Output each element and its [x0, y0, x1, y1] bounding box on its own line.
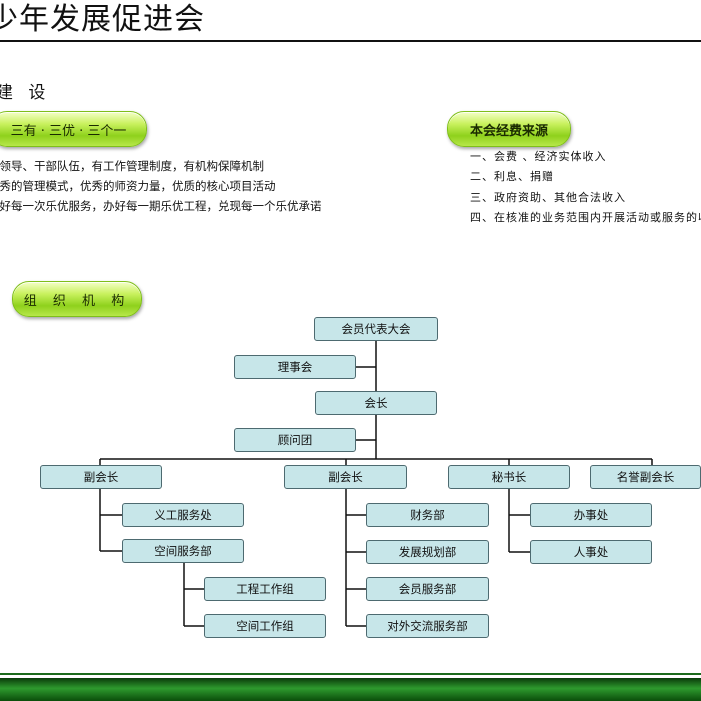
footer-band — [0, 678, 701, 701]
org-node-council: 理事会 — [234, 355, 356, 379]
principles-line-3: 做好每一次乐优服务，办好每一期乐优工程，兑现每一个乐优承诺 — [0, 199, 322, 213]
org-node-advisors: 顾问团 — [234, 428, 356, 452]
section-heading: 建 设 — [0, 83, 51, 103]
org-node-external-dept: 对外交流服务部 — [366, 614, 489, 638]
funding-item-3: 三、政府资助、其他合法收入 — [470, 191, 626, 204]
org-node-engineering-group: 工程工作组 — [204, 577, 326, 601]
principles-badge: 三有 · 三优 · 三个一 — [0, 111, 147, 147]
org-node-assembly: 会员代表大会 — [314, 317, 438, 341]
funding-item-1: 一、会费 、经济实体收入 — [470, 150, 607, 163]
org-node-finance-dept: 财务部 — [366, 503, 489, 527]
org-badge: 组 织 机 构 — [12, 281, 142, 317]
org-node-honorary-vp: 名誉副会长 — [590, 465, 701, 489]
org-node-volunteer-dept: 义工服务处 — [122, 503, 244, 527]
principles-line-1: 有领导、干部队伍，有工作管理制度，有机构保障机制 — [0, 159, 264, 173]
org-node-vp-2: 副会长 — [284, 465, 407, 489]
org-node-secretary: 秘书长 — [448, 465, 570, 489]
footer-divider — [0, 673, 701, 675]
principles-line-2: 优秀的管理模式，优秀的师资力量，优质的核心项目活动 — [0, 179, 276, 193]
funding-item-4: 四、在核准的业务范围内开展活动或服务的收入 — [470, 211, 701, 224]
title-divider — [0, 40, 701, 42]
org-node-space-dept: 空间服务部 — [122, 539, 244, 563]
funding-item-2: 二、利息、捐赠 — [470, 170, 554, 183]
org-node-member-dept: 会员服务部 — [366, 577, 489, 601]
org-node-vp-1: 副会长 — [40, 465, 162, 489]
page-title: 少年发展促进会 — [0, 2, 205, 37]
org-node-hr: 人事处 — [530, 540, 652, 564]
org-node-planning-dept: 发展规划部 — [366, 540, 489, 564]
org-node-president: 会长 — [315, 391, 437, 415]
org-node-office: 办事处 — [530, 503, 652, 527]
org-node-space-group: 空间工作组 — [204, 614, 326, 638]
funding-badge: 本会经费来源 — [447, 111, 571, 147]
